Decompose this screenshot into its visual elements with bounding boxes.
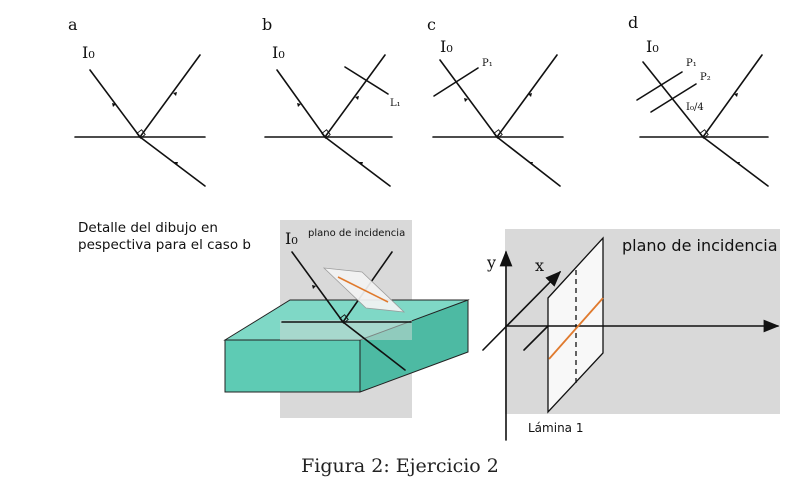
ray-arrow [312, 285, 316, 289]
reflected-ray [496, 54, 558, 138]
ray-arrow [297, 103, 301, 107]
panel-c-label-p1: P₁ [482, 58, 493, 69]
ray-arrow [736, 162, 740, 165]
sheet-label: Lámina 1 [528, 421, 583, 435]
incidence-plane [505, 229, 780, 414]
panel-d-label-p1: P₁ [686, 58, 697, 69]
incident-ray [89, 69, 141, 138]
right-angle-mark [321, 129, 331, 139]
detail-description: Detalle del dibujo en pespectiva para el… [78, 220, 268, 254]
x-axis [482, 270, 562, 351]
sheet-transmission-axis [548, 297, 604, 360]
incident-ray [291, 251, 344, 323]
polarizer-p2 [650, 83, 697, 113]
ray-arrow [355, 96, 359, 100]
perspective-detail: I₀ plano de incidencia [223, 220, 470, 418]
slab-front-face [224, 339, 361, 393]
reflected-ray [324, 54, 386, 138]
refracted-ray [342, 321, 406, 371]
polarizer-axis [337, 276, 389, 303]
panel-c-incident-label: I₀ [440, 37, 453, 56]
refracted-ray [702, 136, 769, 187]
axes-diagram: plano de incidencia y x Lámina 1 [482, 229, 780, 441]
ray-arrow [734, 93, 738, 97]
panel-a: a I₀ [68, 15, 206, 187]
right-angle-mark [339, 314, 349, 324]
ray-arrow [529, 162, 533, 165]
panel-c-letter: c [427, 15, 436, 34]
ray-arrow [173, 92, 177, 96]
slab-side-face [359, 299, 469, 393]
refracted-ray [324, 136, 391, 187]
detail-incident-label: I₀ [285, 229, 298, 248]
detail-line-1: Detalle del dibujo en [78, 220, 218, 236]
x-axis-behind [523, 325, 549, 351]
panel-d-incident-label: I₀ [646, 37, 659, 56]
ray-arrow [174, 162, 178, 165]
panel-c: c I₀ P₁ [427, 15, 564, 187]
panel-a-letter: a [68, 15, 78, 34]
ray-arrow [112, 103, 116, 107]
incident-ray [642, 61, 704, 138]
right-angle-mark [493, 129, 503, 139]
x-axis-label: x [535, 256, 544, 275]
panel-b-label-l1: L₁ [390, 98, 401, 109]
panel-a-incident-label: I₀ [82, 43, 95, 62]
incident-ray [276, 69, 326, 138]
polarizer-p1 [636, 71, 683, 101]
ray-arrow [359, 162, 363, 165]
panel-b: b I₀ L₁ [262, 15, 401, 187]
y-axis-label: y [486, 253, 496, 272]
detail-plane-label: plano de incidencia [308, 228, 405, 239]
plane-over-slab [280, 320, 412, 340]
panel-b-incident-label: I₀ [272, 43, 285, 62]
panel-d: d I₀ P₁ P₂ I₀/4 [628, 13, 769, 187]
reflected-ray [139, 54, 201, 138]
panel-b-letter: b [262, 15, 272, 34]
right-angle-mark [136, 129, 146, 139]
detail-line-2: pespectiva para el caso b [78, 237, 251, 253]
panel-d-letter: d [628, 13, 638, 32]
linear-polarizer-l1 [344, 66, 389, 95]
reflected-ray [702, 54, 763, 138]
figure-caption: Figura 2: Ejercicio 2 [301, 455, 499, 477]
panel-d-label-intensity: I₀/4 [686, 102, 704, 113]
refracted-ray [496, 136, 561, 187]
ray-arrow [464, 98, 468, 102]
right-angle-mark [699, 129, 709, 139]
incident-ray [439, 59, 498, 138]
panel-d-label-p2: P₂ [700, 72, 711, 83]
refracted-ray [139, 136, 206, 187]
ray-arrow [528, 93, 532, 97]
polarizer-p1 [433, 67, 479, 97]
axes-plane-label: plano de incidencia [622, 236, 778, 255]
